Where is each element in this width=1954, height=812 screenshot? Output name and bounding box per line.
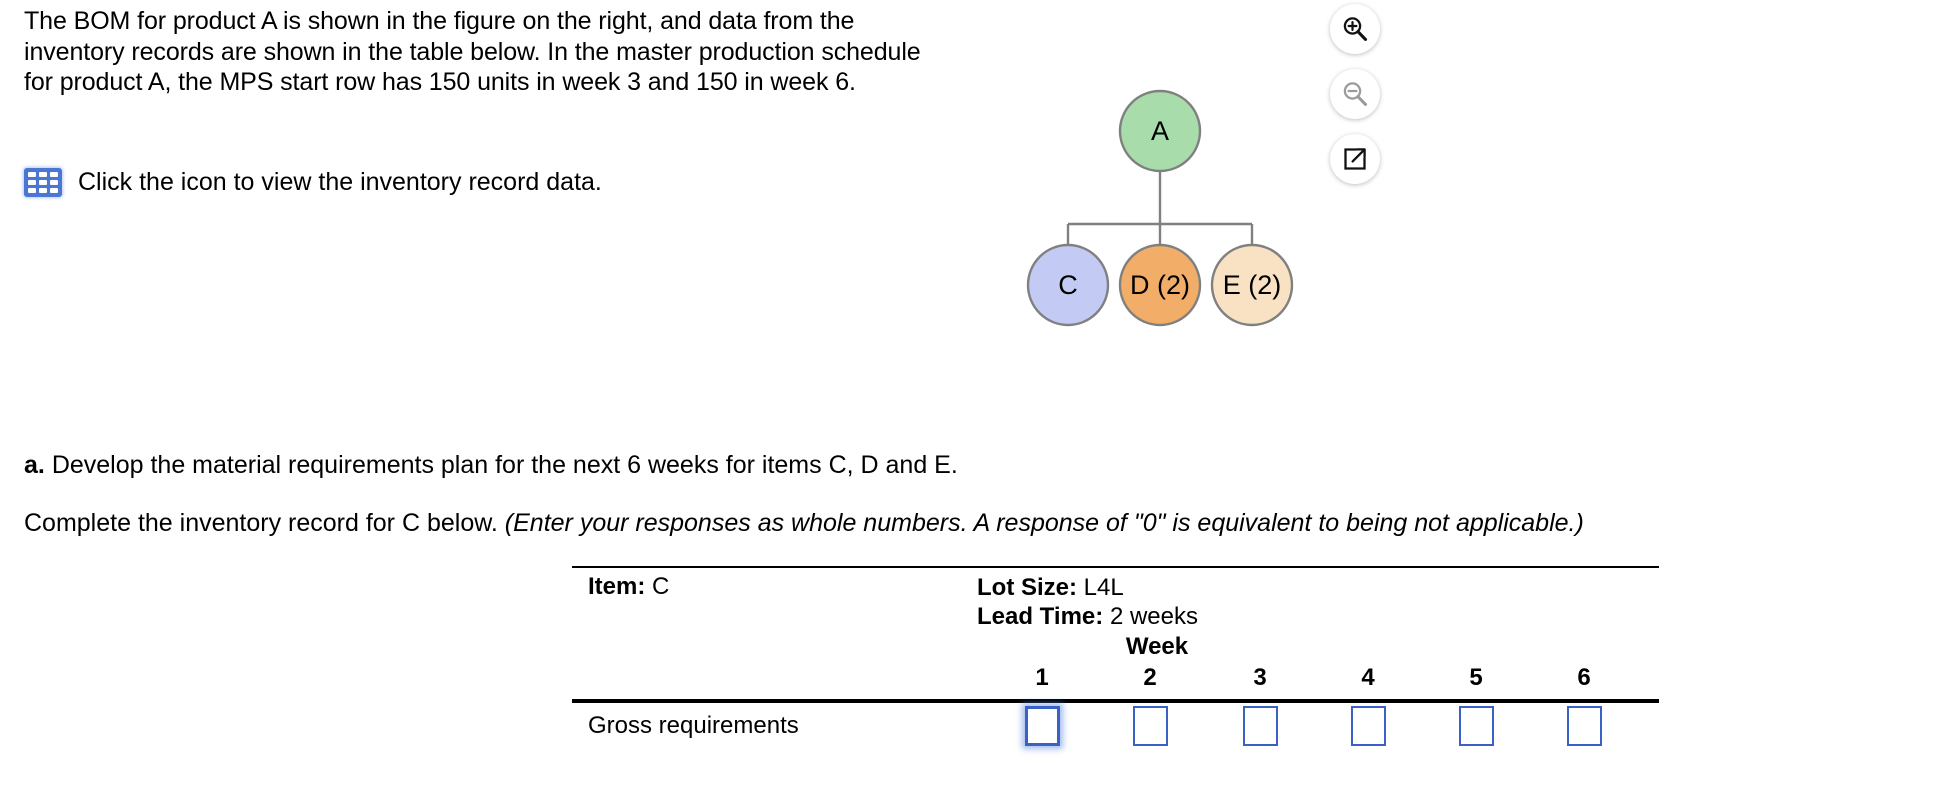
lead-time-label: Lead Time: [977, 603, 1104, 630]
week-number-row: 1 2 3 4 5 6 [572, 664, 1659, 694]
grid-cell [28, 179, 37, 186]
record-meta: Lot Size: L4L Lead Time: 2 weeks Week [977, 573, 1397, 661]
bom-node-a: A [1118, 89, 1202, 173]
part-letter: a. [24, 451, 45, 479]
bom-node-e: E (2) [1210, 243, 1294, 327]
bom-node-d: D (2) [1118, 243, 1202, 327]
svg-text:A: A [1151, 116, 1169, 146]
zoom-out-button[interactable] [1330, 69, 1380, 119]
gross-requirements-week-1-input[interactable] [1025, 706, 1060, 746]
lead-time-value: 2 weeks [1109, 603, 1198, 630]
bom-figure: A C D (2) E (2) [1000, 0, 1380, 330]
complete-instruction: Complete the inventory record for C belo… [24, 508, 1584, 538]
gross-requirements-week-2-input[interactable] [1133, 706, 1168, 746]
lead-time-row: Lead Time: 2 weeks [977, 602, 1397, 631]
week-header: Week [1125, 633, 1189, 660]
inventory-record-table: Item: C Lot Size: L4L Lead Time: 2 weeks… [572, 566, 1659, 812]
table-grid-icon[interactable] [24, 168, 62, 197]
problem-statement: The BOM for product A is shown in the fi… [24, 7, 921, 96]
magnifier-plus-icon [1343, 17, 1368, 41]
svg-text:D (2): D (2) [1130, 270, 1190, 300]
week-number-1: 1 [1035, 664, 1049, 691]
lot-size-value: L4L [1083, 574, 1124, 601]
gross-requirements-week-3-input[interactable] [1243, 706, 1278, 746]
inventory-record-link-text: Click the icon to view the inventory rec… [78, 168, 602, 196]
external-link-icon [1344, 148, 1366, 170]
open-in-new-window-button[interactable] [1330, 134, 1380, 184]
gross-requirements-week-6-input[interactable] [1567, 706, 1602, 746]
item-label: Item: [588, 573, 646, 600]
gross-requirements-week-4-input[interactable] [1351, 706, 1386, 746]
svg-text:C: C [1058, 270, 1078, 300]
inventory-record-link-row: Click the icon to view the inventory rec… [24, 168, 602, 197]
table-mid-rule [572, 699, 1659, 703]
lot-size-label: Lot Size: [977, 574, 1077, 601]
week-number-2: 2 [1143, 664, 1157, 691]
grid-cell [49, 179, 58, 186]
gross-requirements-input-row [572, 706, 1659, 752]
grid-cell [28, 172, 37, 178]
lot-size-row: Lot Size: L4L [977, 573, 1397, 602]
week-number-5: 5 [1469, 664, 1483, 691]
complete-prefix: Complete the inventory record for C belo… [24, 509, 498, 537]
bom-connector-lines [1066, 170, 1254, 262]
row-label-gross-requirements: Gross requirements [588, 712, 799, 739]
complete-note: (Enter your responses as whole numbers. … [504, 509, 1584, 537]
figure-toolbar [1330, 4, 1380, 184]
table-top-rule [572, 566, 1659, 568]
question-part-a: a. Develop the material requirements pla… [24, 450, 958, 480]
svg-text:E (2): E (2) [1223, 270, 1282, 300]
week-number-3: 3 [1253, 664, 1267, 691]
bom-node-c: C [1026, 243, 1110, 327]
item-value: C [652, 573, 670, 600]
grid-cell [49, 187, 58, 193]
gross-requirements-week-5-input[interactable] [1459, 706, 1494, 746]
week-number-4: 4 [1361, 664, 1375, 691]
grid-cell [38, 179, 48, 186]
grid-cell [38, 187, 48, 193]
grid-cell [49, 172, 58, 178]
grid-cell [28, 187, 37, 193]
part-text: Develop the material requirements plan f… [51, 451, 958, 479]
zoom-in-button[interactable] [1330, 4, 1380, 54]
item-header: Item: C [588, 573, 669, 601]
magnifier-minus-icon [1343, 82, 1368, 106]
grid-cell [38, 172, 48, 178]
week-number-6: 6 [1577, 664, 1591, 691]
